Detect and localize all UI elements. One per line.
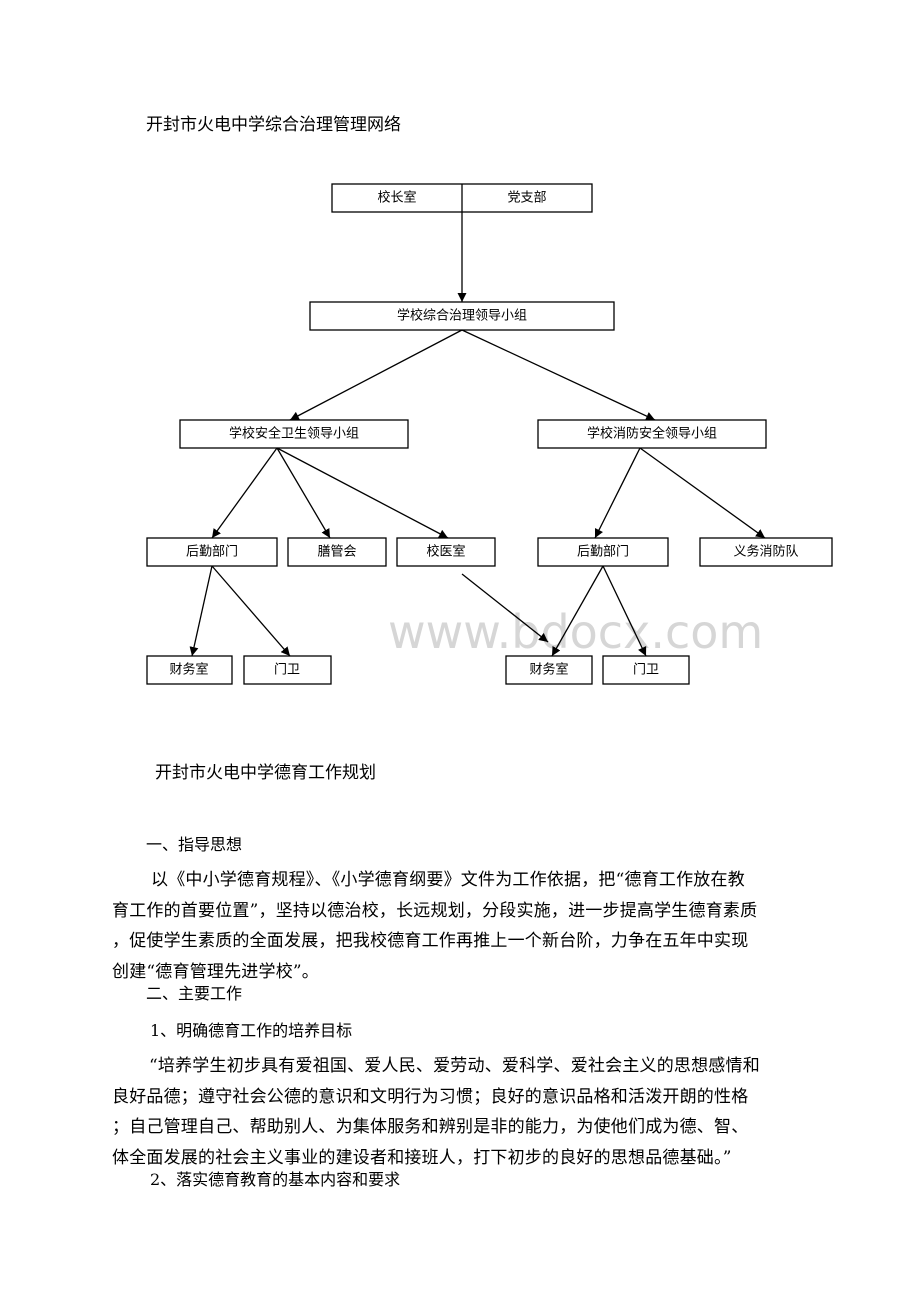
section1-heading: 一、指导思想	[146, 835, 243, 854]
node-safety-group: 学校安全卫生领导小组	[229, 426, 359, 442]
node-box-safety-group	[179, 419, 409, 449]
node-comprehensive-group: 学校综合治理领导小组	[397, 308, 527, 324]
paragraph-line: ，促使学生素质的全面发展，把我校德育工作再推上一个新台阶，力争在五年中实现	[112, 931, 749, 951]
document-title: 开封市火电中学德育工作规划	[155, 763, 376, 783]
node-party-branch: 党支部	[507, 191, 546, 206]
arrow-clinic-to-finance-right	[461, 573, 549, 643]
arrow-safety-to-clinic	[276, 447, 449, 539]
arrow-comprehensive-to-safety	[289, 329, 463, 421]
node-volunteer-fire-team: 义务消防队	[733, 544, 798, 560]
item1-heading: 1、明确德育工作的培养目标	[150, 1021, 353, 1040]
node-guard-left: 门卫	[274, 663, 300, 678]
org-chart: www.bdocx.com 校长室 党支部 学校综合治理领导小组 学校安全卫生领…	[146, 183, 833, 685]
node-logistics-left: 后勤部门	[186, 545, 238, 560]
node-logistics-right: 后勤部门	[577, 545, 629, 560]
node-fire-group: 学校消防安全领导小组	[587, 426, 717, 442]
paragraph-line: 体全面发展的社会主义事业的建设者和接班人，打下初步的良好的思想品德基础。”	[112, 1147, 732, 1168]
node-box-finance-left	[146, 655, 233, 685]
node-clinic: 校医室	[426, 544, 465, 560]
node-principal-office: 校长室	[377, 190, 416, 206]
paragraph-line: 创建“德育管理先进学校”。	[112, 961, 319, 982]
arrow-logistics-right-to-finance	[551, 565, 604, 657]
arrow-safety-to-logistics	[211, 447, 278, 539]
node-box-finance-right	[505, 655, 593, 685]
arrow-logistics-right-to-guard	[602, 565, 647, 657]
paragraph-line: 以《中小学德育规程》、《小学德育纲要》文件为工作依据，把“德育工作放在教	[151, 870, 745, 890]
paragraph-line: 育工作的首要位置”，坚持以德治校，长远规划，分段实施，进一步提高学生德育素质	[112, 900, 758, 921]
paragraph-line: 良好品德；遵守社会公德的意识和文明行为习惯；良好的意识品格和活泼开朗的性格	[112, 1086, 749, 1107]
node-box-clinic	[396, 537, 496, 567]
section2-heading: 二、主要工作	[146, 984, 243, 1003]
arrow-fire-to-logistics	[594, 447, 641, 539]
arrow-comprehensive-to-fire	[461, 329, 656, 421]
item1-paragraph: “培养学生初步具有爱祖国、爱人民、爱劳动、爱科学、爱社会主义的思想感情和 良好品…	[112, 1051, 812, 1173]
node-box-guard-left	[243, 655, 332, 685]
node-guard-right: 门卫	[633, 663, 659, 678]
section1-paragraph: 以《中小学德育规程》、《小学德育纲要》文件为工作依据，把“德育工作放在教 育工作…	[112, 865, 812, 987]
node-canteen-committee: 膳管会	[317, 544, 356, 560]
org-chart-title: 开封市火电中学综合治理管理网络	[146, 115, 401, 135]
arrow-fire-to-volunteer-team	[639, 447, 766, 539]
item2-heading: 2、落实德育教育的基本内容和要求	[150, 1170, 401, 1189]
paragraph-line: “培养学生初步具有爱祖国、爱人民、爱劳动、爱科学、爱社会主义的思想感情和	[149, 1056, 760, 1076]
node-finance-left: 财务室	[169, 662, 208, 678]
arrow-safety-to-canteen	[276, 447, 331, 539]
arrow-logistics-left-to-guard	[211, 565, 291, 657]
node-box-canteen-committee	[287, 537, 387, 567]
node-box-comprehensive-group	[309, 301, 615, 331]
node-box-volunteer-fire-team	[699, 537, 833, 567]
node-box-guard-right	[602, 655, 690, 685]
paragraph-line: ；自己管理自己、帮助别人、为集体服务和辨别是非的能力，为使他们成为德、智、	[112, 1117, 749, 1137]
node-box-logistics-left	[146, 537, 278, 567]
node-box-logistics-right	[537, 537, 669, 567]
node-box-fire-group	[537, 419, 767, 449]
arrow-logistics-left-to-finance	[189, 565, 213, 657]
node-finance-right: 财务室	[529, 662, 568, 678]
